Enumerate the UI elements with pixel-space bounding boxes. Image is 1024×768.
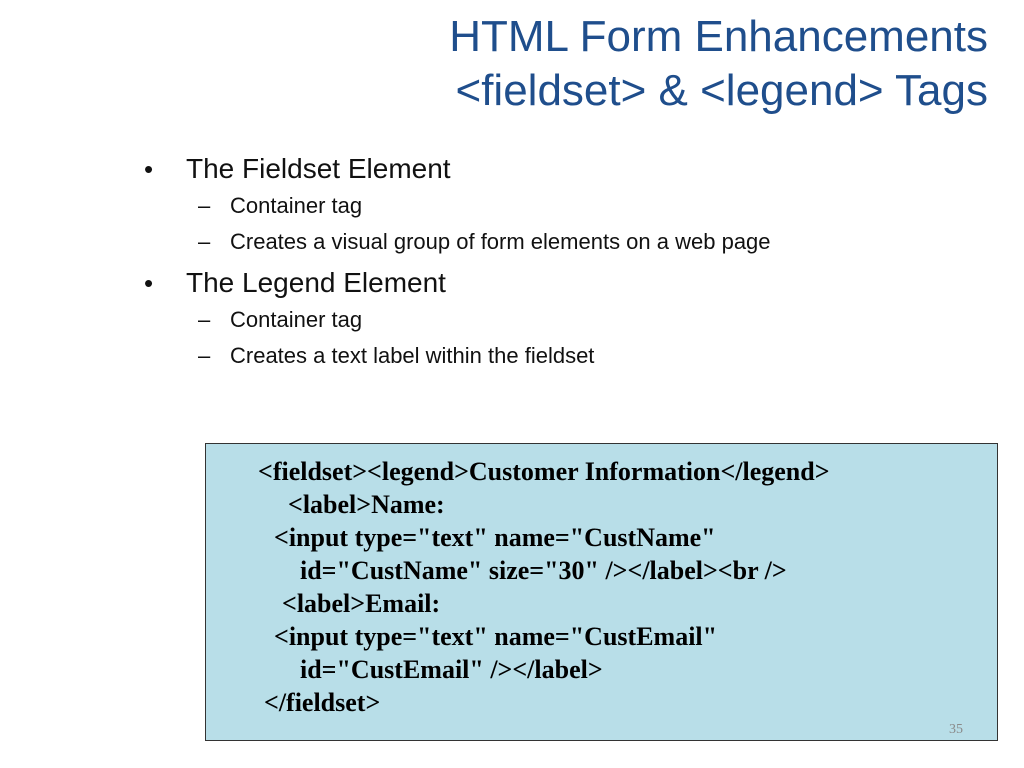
- sub-bullet-item: – Container tag: [140, 188, 1000, 224]
- page-number: 35: [949, 722, 963, 737]
- bullet-item: • The Fieldset Element: [140, 150, 1000, 188]
- sub-bullet-text: Creates a text label within the fieldset: [230, 343, 595, 368]
- bullet-text: The Legend Element: [186, 267, 446, 298]
- sub-bullet-text: Creates a visual group of form elements …: [230, 229, 771, 254]
- bullet-list: • The Fieldset Element – Container tag –…: [140, 146, 1000, 374]
- code-line: id="CustName" size="30" /></label><br />: [300, 556, 787, 585]
- code-line: <input type="text" name="CustName": [274, 523, 716, 552]
- bullet-text: The Fieldset Element: [186, 153, 451, 184]
- code-line: <label>Name:: [288, 490, 445, 519]
- bullet-item: • The Legend Element: [140, 264, 1000, 302]
- sub-bullet-marker: –: [198, 193, 211, 218]
- sub-bullet-item: – Container tag: [140, 302, 1000, 338]
- slide-title: HTML Form Enhancements <fieldset> & <leg…: [188, 10, 988, 118]
- sub-bullet-item: – Creates a text label within the fields…: [140, 338, 1000, 374]
- title-line-1: HTML Form Enhancements: [449, 12, 988, 61]
- code-line: <input type="text" name="CustEmail": [274, 622, 718, 651]
- code-line: </fieldset>: [264, 688, 381, 717]
- sub-bullet-marker: –: [198, 307, 211, 332]
- code-line: <fieldset><legend>Customer Information</…: [258, 457, 830, 486]
- bullet-marker: •: [144, 154, 154, 184]
- sub-bullet-item: – Creates a visual group of form element…: [140, 224, 1000, 260]
- bullet-marker: •: [144, 268, 154, 298]
- code-line: id="CustEmail" /></label>: [300, 655, 603, 684]
- code-line: <label>Email:: [282, 589, 441, 618]
- code-example-box: <fieldset><legend>Customer Information</…: [205, 443, 998, 741]
- sub-bullet-text: Container tag: [230, 193, 363, 218]
- sub-bullet-text: Container tag: [230, 307, 363, 332]
- title-line-2: <fieldset> & <legend> Tags: [455, 66, 989, 115]
- sub-bullet-marker: –: [198, 343, 211, 368]
- sub-bullet-marker: –: [198, 229, 211, 254]
